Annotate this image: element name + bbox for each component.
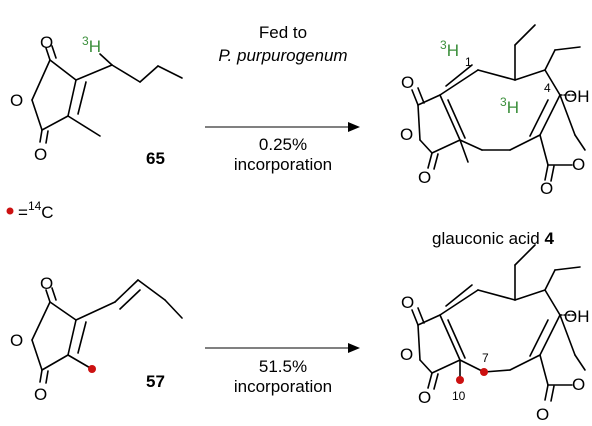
- atom-o-57-bottom: O: [34, 385, 47, 404]
- compound-57-structure: [31, 279, 183, 384]
- atom-o-57-top: O: [40, 274, 53, 293]
- carbon14-marker-57: [88, 365, 96, 373]
- glauconic-acid-structure-bottom: [411, 244, 586, 402]
- atom-o-65-top: O: [40, 33, 53, 52]
- atom-o-product-top-5: O: [540, 179, 553, 198]
- glauconic-acid-structure-top: [411, 24, 586, 182]
- incorporation-57-value: 51.5%: [259, 357, 307, 376]
- atom-o-product-bottom-2: O: [400, 345, 413, 364]
- position-label-7: 7: [482, 351, 489, 365]
- product-caption: glauconic acid 4: [432, 229, 554, 248]
- tritium-label-c1: 3H: [440, 38, 459, 60]
- compound-65-structure: [31, 45, 183, 144]
- incorporation-65-label: incorporation: [234, 155, 332, 174]
- position-label-1: 1: [465, 55, 472, 69]
- atom-o-57-ring: O: [10, 331, 23, 350]
- atom-o-product-top-1: O: [401, 73, 414, 92]
- compound-number-57: 57: [146, 372, 165, 391]
- hydroxyl-bottom: OH: [564, 307, 590, 326]
- arrow-conditions-line1: Fed to: [259, 23, 307, 42]
- position-label-10: 10: [452, 389, 466, 403]
- incorporation-57-label: incorporation: [234, 377, 332, 396]
- arrowhead-bottom: [348, 343, 360, 353]
- atom-o-65-bottom: O: [34, 145, 47, 164]
- incorporation-65-value: 0.25%: [259, 135, 307, 154]
- legend-carbon14: =14C: [18, 199, 54, 222]
- atom-o-product-bottom-3: O: [418, 388, 431, 407]
- atom-o-product-top-2: O: [400, 125, 413, 144]
- atom-o-product-top-4: O: [572, 155, 585, 174]
- carbon14-marker-legend: [6, 207, 14, 215]
- atom-o-65-ring: O: [10, 91, 23, 110]
- atom-o-product-bottom-5: O: [536, 405, 549, 424]
- tritium-label-c4: 3H: [500, 95, 519, 117]
- compound-number-65: 65: [146, 149, 165, 168]
- position-label-4: 4: [544, 81, 551, 95]
- hydroxyl-top: OH: [564, 87, 590, 106]
- atom-o-product-bottom-4: O: [572, 375, 585, 394]
- tritium-label-65: 3H: [82, 34, 101, 56]
- carbon14-marker-c10: [456, 376, 464, 384]
- organism-name: P. purpurogenum: [218, 46, 347, 65]
- atom-o-product-top-3: O: [418, 168, 431, 187]
- arrowhead-top: [348, 122, 360, 132]
- carbon14-marker-c7: [480, 368, 488, 376]
- atom-o-product-bottom-1: O: [401, 293, 414, 312]
